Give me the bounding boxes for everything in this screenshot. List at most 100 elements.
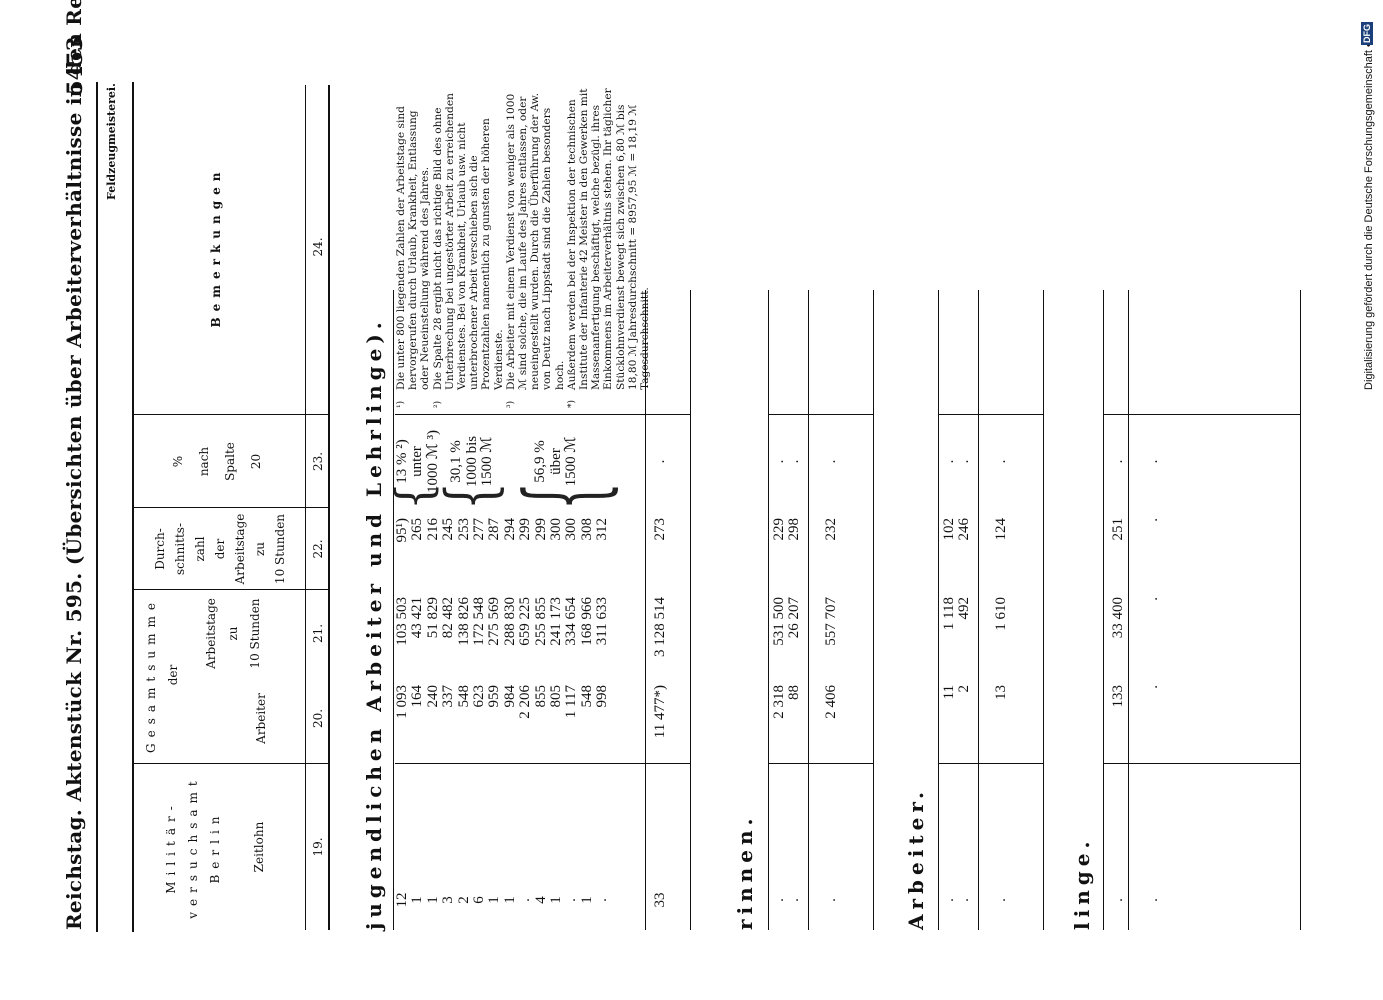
s2-top-rule [768, 290, 769, 930]
s4-sep [1103, 414, 1300, 415]
remark-mark: *) [566, 399, 577, 408]
table-cell: 1 118 [941, 597, 957, 631]
col23-l4: 20 [249, 453, 263, 470]
col22-l4: der [213, 538, 227, 560]
s1-total-sep [646, 414, 690, 415]
col21-zu: zu [226, 626, 240, 641]
s4-col21: 33 400 [1110, 597, 1126, 639]
col22-l6: zu [253, 541, 267, 557]
col21-stunden: 10 Stunden [248, 598, 262, 669]
s1-col20-cell: 805 [548, 685, 565, 708]
s4-bottom-rule [1300, 290, 1301, 930]
s1-col21-cell: 311 633 [594, 597, 611, 646]
s1-col21-cell: 43 421 [409, 597, 426, 639]
remark-item: ²)Die Spalte 28 ergibt nicht das richtig… [432, 88, 505, 408]
s1-total-col20: 11 477*) [652, 685, 668, 739]
s2-sep [768, 414, 873, 415]
col19-line4: Zeitlohn [252, 821, 266, 873]
s1-col21-cell: 288 830 [501, 597, 518, 646]
s1-col19-cell: . [563, 898, 580, 902]
page-header: Reichstag. Aktenstück Nr. 595. (Übersich… [62, 0, 86, 930]
s1-total-col23: . [652, 459, 668, 464]
s1-col21-cell: 275 569 [486, 597, 503, 646]
s2-total-row: . 2 406 557 707 232 . [823, 290, 843, 930]
s1-col19-cell: 1 [548, 896, 565, 904]
table-cell: . [956, 898, 973, 902]
col21-header: Arbeitstage zu 10 Stunden [200, 590, 266, 677]
s2-total-col22: 232 [823, 518, 839, 541]
remark-text: Die Arbeiter mit einem Verdienst von wen… [504, 93, 566, 390]
col-number-23: 23. [311, 451, 325, 472]
s4-col19: . [1110, 898, 1126, 902]
s1-total-row: 33 11 477*) 3 128 514 273 . [652, 290, 672, 930]
s3-total-col19: . [993, 898, 1009, 902]
table-cell: 88 [786, 685, 803, 700]
col19-line1: Militär- [164, 800, 178, 894]
s1-col20-cell: 548 [455, 685, 472, 708]
s1-col20-cell: 240 [424, 685, 441, 708]
s4-col23: . [1110, 459, 1126, 464]
s1-col19-cell: 3 [440, 896, 457, 904]
s4-total-col22: . [1145, 518, 1161, 522]
s3-total-col20: 13 [993, 685, 1009, 700]
s1-col21-cell: 168 966 [578, 597, 595, 646]
s2-bottom-rule [873, 290, 874, 930]
s1-col19-cell: 1 [578, 896, 595, 904]
col20-header: Arbeiter [250, 677, 272, 760]
s1-col21-cell: 82 482 [440, 597, 457, 639]
s1-col21-cell: 255 855 [532, 597, 549, 646]
s1-col20-cell: 1 093 [394, 685, 410, 719]
s1-col19-cell: 1 [409, 896, 426, 904]
dfg-logo: DFG [1361, 22, 1373, 45]
col22-l2: schnitts- [173, 522, 187, 576]
s4-row: . 133 33 400 251 . [1110, 290, 1130, 930]
table-cell: 11 [941, 685, 957, 700]
s3-sep [938, 414, 1043, 415]
gesamt-der: der [166, 664, 180, 686]
section-title-3: Arbeiter. [904, 787, 928, 930]
s1-col20-cell: 164 [409, 685, 426, 708]
s4-total-col19: . [1145, 898, 1161, 902]
table-cell: . [786, 898, 803, 902]
s3-bottom-rule [1043, 290, 1044, 930]
s1-col22-cell: 294 [501, 518, 518, 541]
s1-col22-cell: 265 [409, 518, 426, 541]
s1-col-sep [395, 763, 645, 764]
s1-col20-cell: 548 [578, 685, 595, 708]
s1-col22-cell: 253 [455, 518, 472, 541]
s4-total-row: . . . . . [1145, 290, 1165, 930]
table-cell: . [771, 459, 787, 464]
table-cell: . [941, 898, 957, 902]
table-cell: 2 318 [771, 685, 787, 719]
col22-l1: Durch- [153, 528, 167, 570]
department-label: Feldzeugmeisterei. [105, 83, 118, 200]
remark-mark: ²) [432, 400, 443, 408]
s1-col22-cell: 300 [563, 518, 580, 541]
s1-col19-cell: . [594, 898, 611, 902]
s1-col20-cell: 1 117 [563, 685, 580, 719]
table-cell: . [771, 898, 787, 902]
table-cell: 246 [956, 518, 973, 541]
remark-text: Die unter 800 liegenden Zahlen der Arbei… [395, 106, 432, 390]
col22-l5: Arbeitstage [233, 513, 247, 585]
s4-total-col23: . [1145, 459, 1161, 464]
s1-col21-cell: 659 225 [517, 597, 534, 646]
col-number-20: 20. [311, 708, 325, 729]
s1-col19-cell: 1 [424, 896, 441, 904]
s1-col19-cell: 2 [455, 896, 472, 904]
s2-total-col21: 557 707 [823, 597, 839, 646]
digitization-credit: Digitalisierung gefördert durch die Deut… [1363, 43, 1375, 390]
s1-total-col21: 3 128 514 [652, 597, 668, 657]
s1-bottom-rule [690, 290, 691, 930]
s1-col20-cell: 855 [532, 685, 549, 708]
remark-item: *)Außerdem werden bei der Inspektion der… [566, 88, 651, 408]
page-number: 5453 [62, 36, 87, 95]
s2-total-col23: . [823, 459, 839, 464]
gesamt-header: Gesamtsumme der [140, 590, 184, 760]
